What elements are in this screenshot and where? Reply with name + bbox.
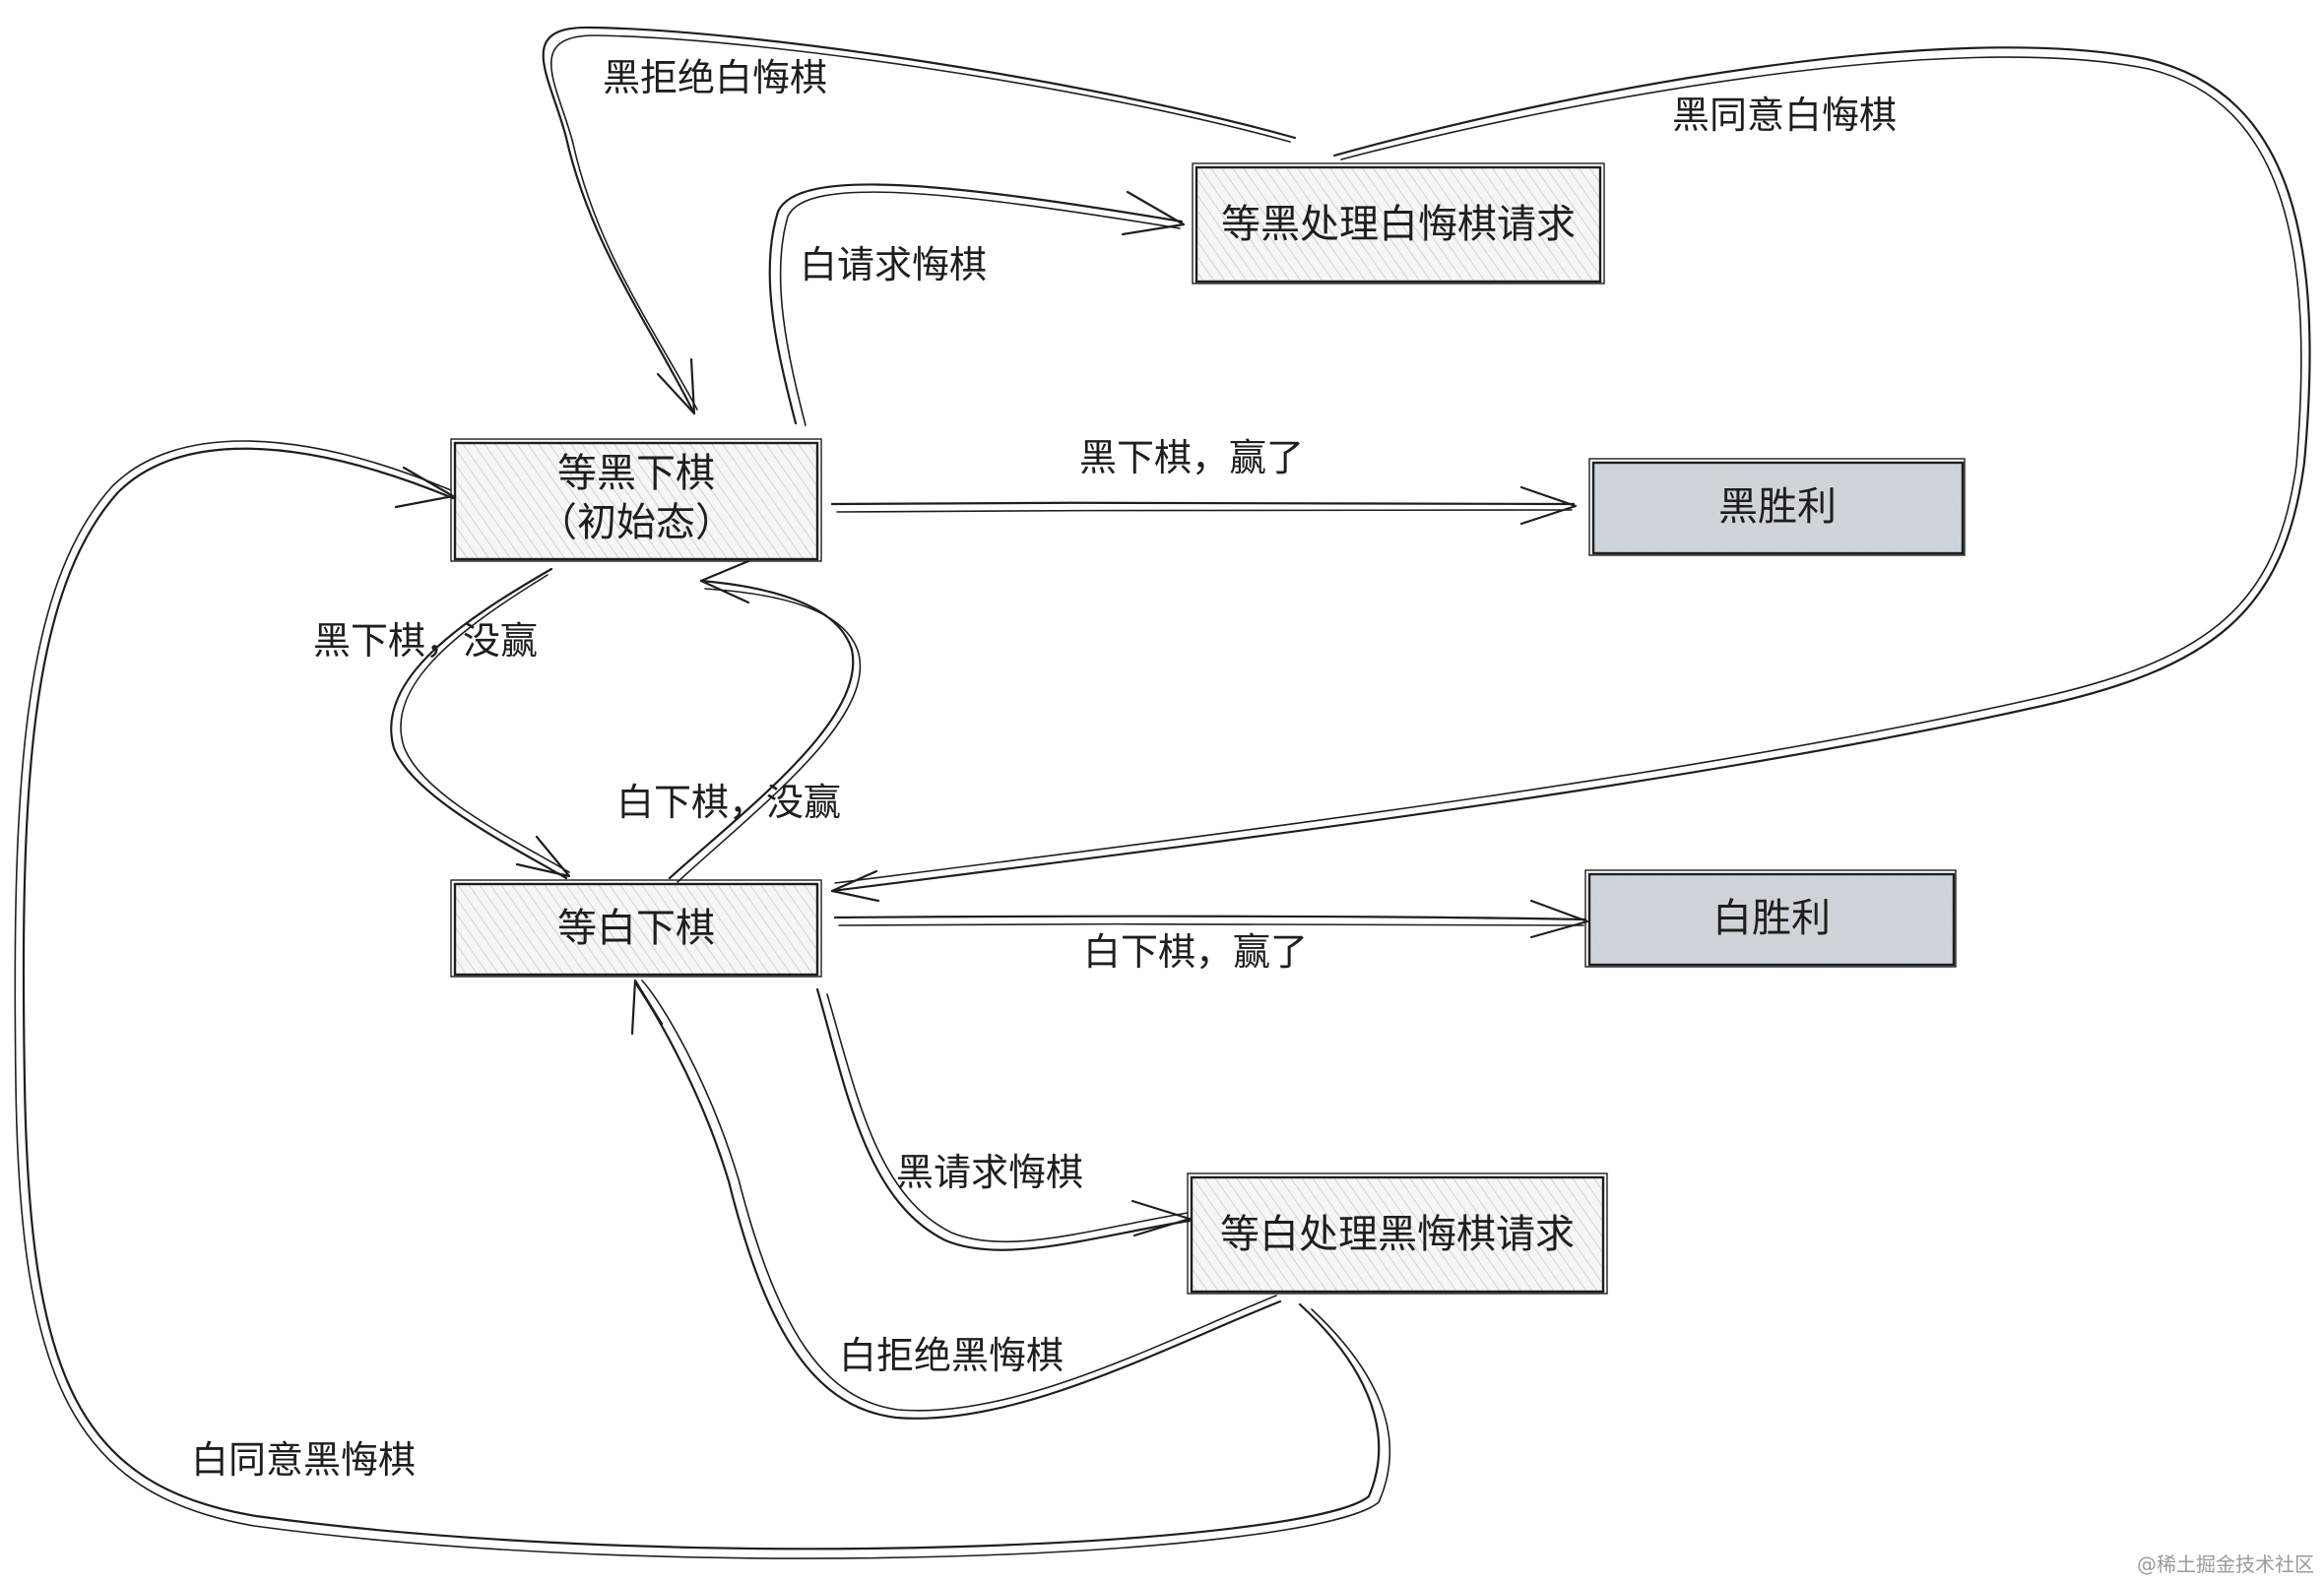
state-black-wins-label: 黑胜利	[1718, 484, 1837, 530]
label-white-moves-wins: 白下棋，赢了	[1083, 930, 1308, 974]
label-white-agrees-black-undo: 白同意黑悔棋	[191, 1438, 416, 1482]
state-black-handles-white-undo: 等黑处理白悔棋请求	[1192, 162, 1605, 285]
edge-white-rejects-black-undo	[630, 979, 1282, 1420]
edge-black-moves-no-win	[390, 567, 571, 880]
label-black-requests-undo: 黑请求悔棋	[896, 1151, 1083, 1194]
edge-white-agrees-black-undo	[14, 440, 1391, 1559]
edge-black-agrees-white-undo	[830, 46, 2311, 903]
edge-black-requests-undo	[815, 987, 1192, 1251]
state-wait-black-line2: （初始态）	[538, 500, 735, 545]
label-white-moves-no-win: 白下棋，没赢	[616, 781, 841, 824]
label-black-moves-no-win: 黑下棋，没赢	[313, 619, 538, 663]
state-wait-black-line1: 等黑下棋	[557, 451, 715, 496]
edge-white-requests-undo	[768, 183, 1186, 426]
state-white-handles-black-undo-label: 等白处理黑悔棋请求	[1220, 1212, 1575, 1257]
state-white-wins: 白胜利	[1584, 869, 1957, 968]
edge-white-moves-wins	[833, 899, 1589, 939]
label-white-rejects-black-undo: 白拒绝黑悔棋	[839, 1334, 1064, 1377]
edge-black-rejects-white-undo	[542, 26, 1297, 415]
label-black-rejects-white-undo: 黑拒绝白悔棋	[603, 56, 827, 99]
state-wait-black: 等黑下棋 （初始态）	[450, 438, 822, 562]
state-wait-white: 等白下棋	[450, 879, 822, 978]
label-black-moves-wins: 黑下棋，赢了	[1079, 436, 1304, 479]
label-white-requests-undo: 白请求悔棋	[800, 243, 987, 286]
edge-white-moves-no-win	[668, 559, 862, 883]
edge-black-moves-wins	[830, 485, 1578, 526]
state-wait-white-label: 等白下棋	[557, 906, 715, 951]
label-black-agrees-white-undo: 黑同意白悔棋	[1672, 94, 1897, 137]
state-black-wins: 黑胜利	[1588, 458, 1966, 556]
state-white-wins-label: 白胜利	[1712, 896, 1831, 941]
state-white-handles-black-undo: 等白处理黑悔棋请求	[1187, 1172, 1608, 1295]
watermark-text: @稀土掘金技术社区	[2137, 1552, 2314, 1576]
state-black-handles-white-undo-label: 等黑处理白悔棋请求	[1221, 202, 1576, 247]
